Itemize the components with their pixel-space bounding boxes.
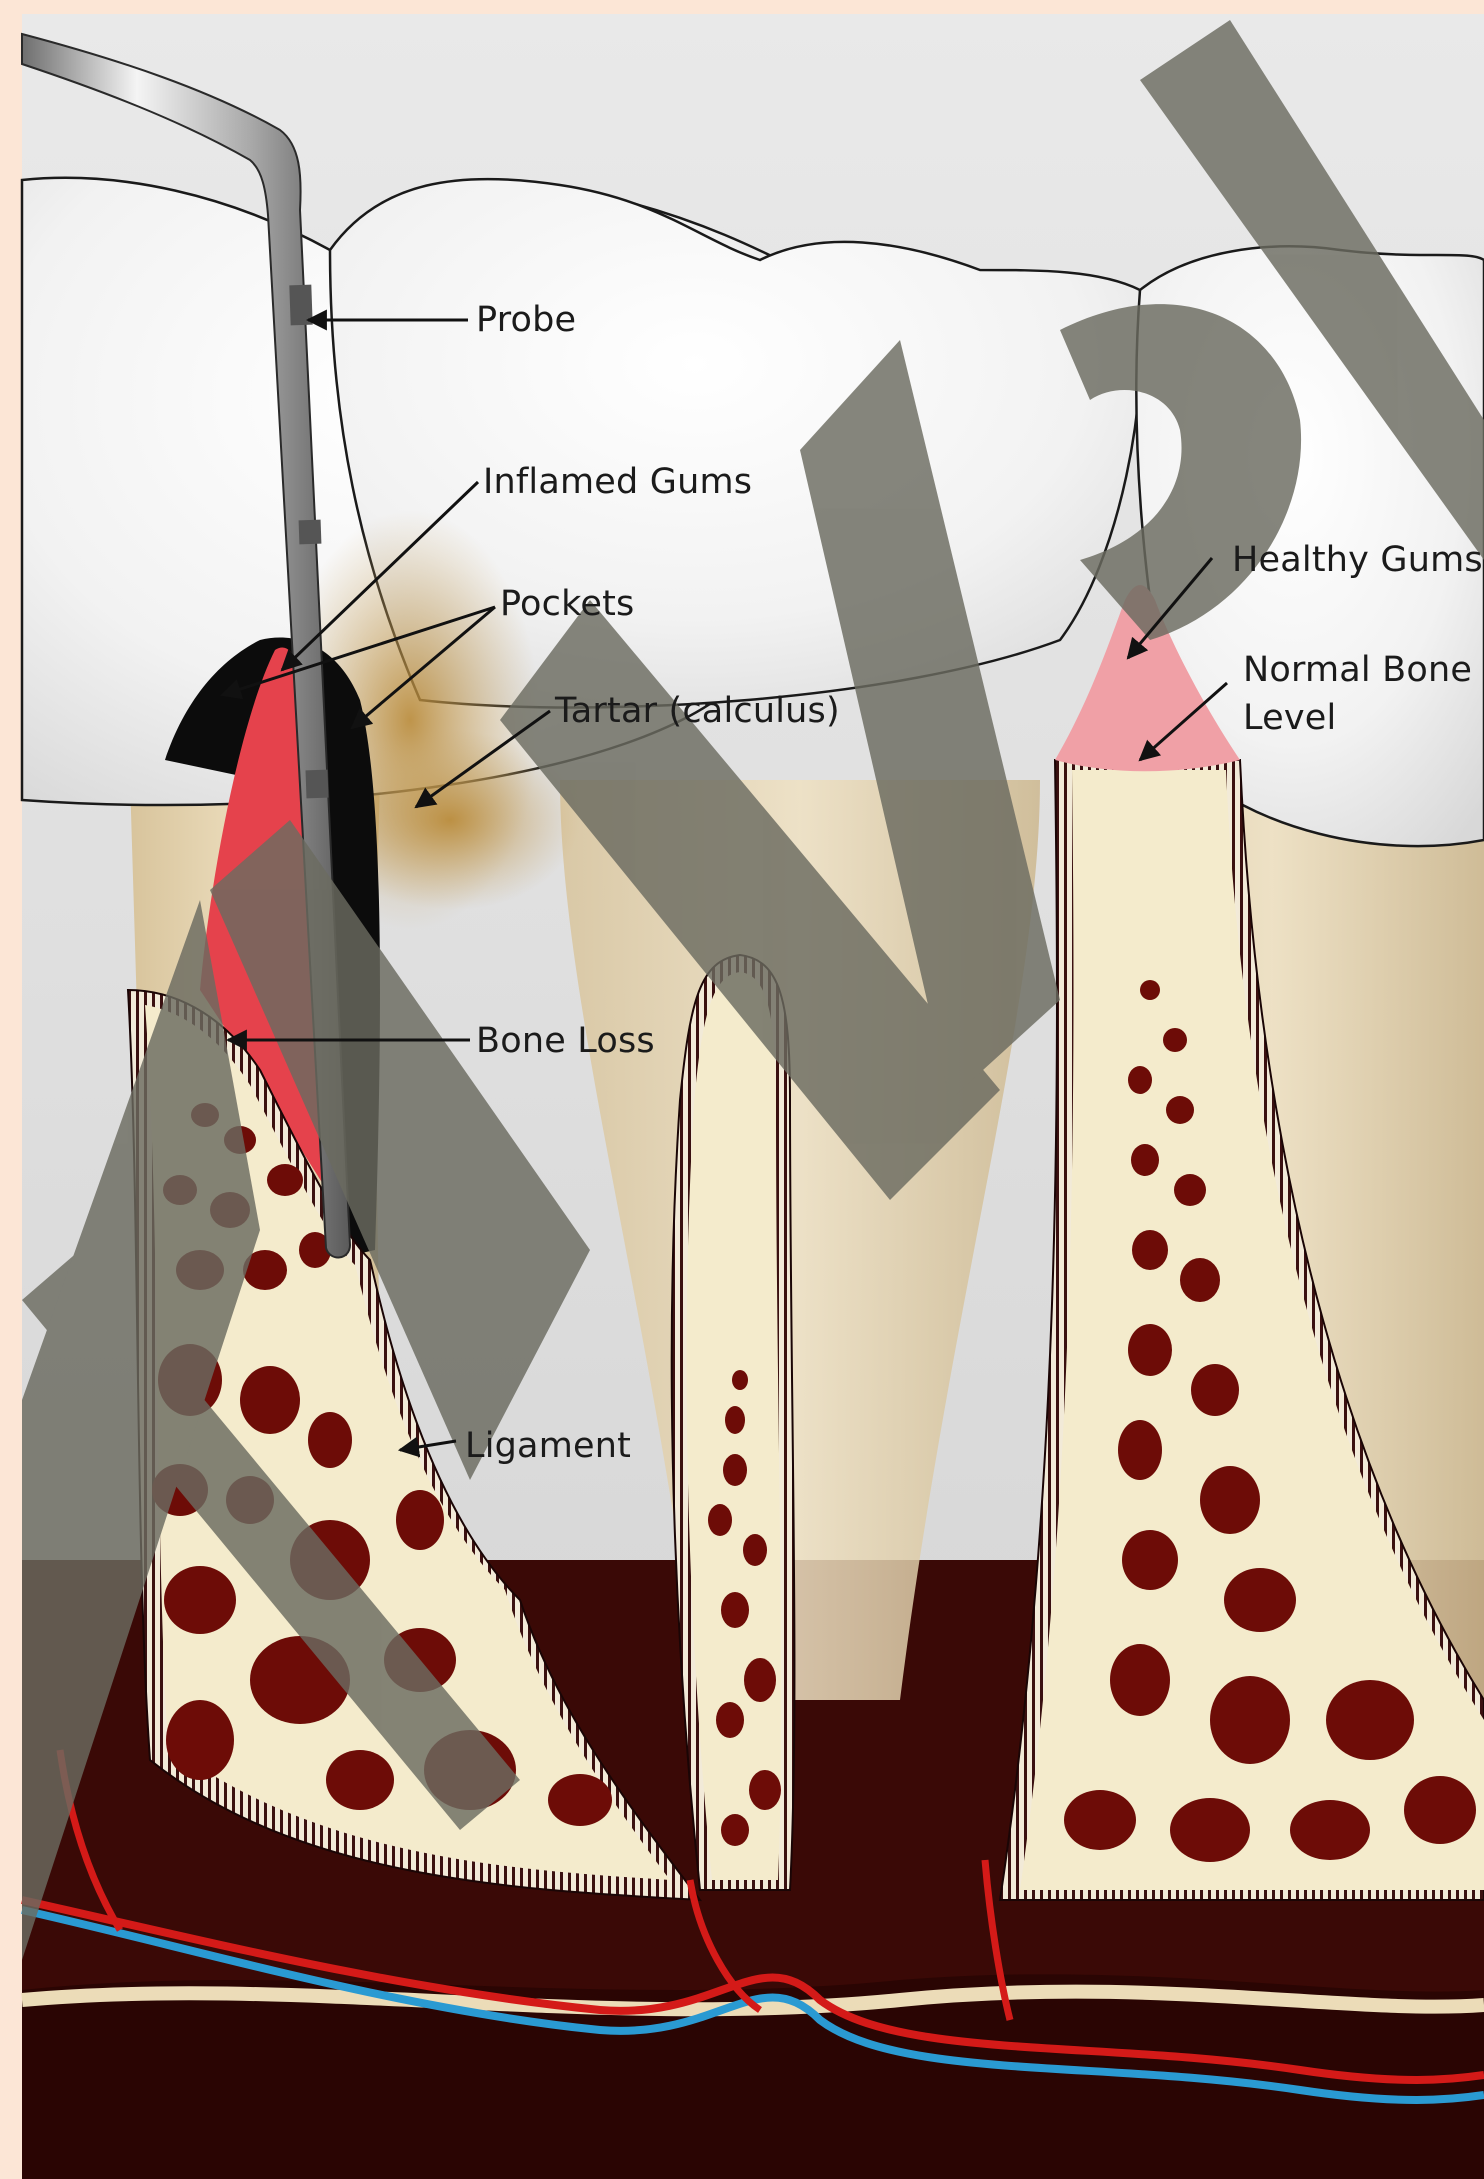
label-probe: Probe [476,296,576,344]
label-ligament: Ligament [465,1422,631,1470]
label-normal-bone-line1: Normal Bone [1243,646,1472,694]
label-bone-loss: Bone Loss [476,1017,655,1065]
label-healthy-gums: Healthy Gums [1232,536,1483,584]
label-pockets: Pockets [500,580,634,628]
label-inflamed-gums: Inflamed Gums [483,458,752,506]
label-normal-bone-line2: Level [1243,694,1336,742]
label-tartar: Tartar (calculus) [555,687,840,735]
